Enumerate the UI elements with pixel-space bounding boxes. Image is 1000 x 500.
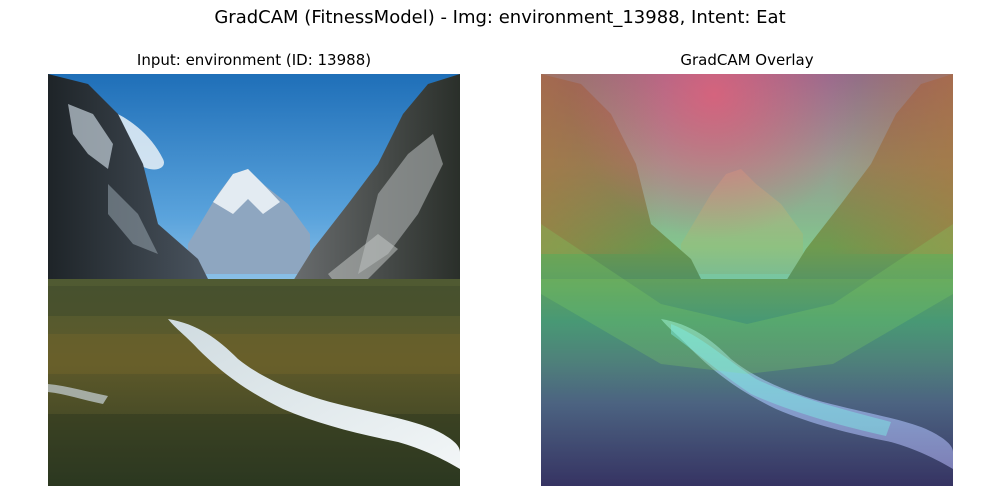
overlay-panel-title: GradCAM Overlay [680, 51, 814, 69]
input-panel-title: Input: environment (ID: 13988) [136, 51, 372, 69]
figure-title: GradCAM (FitnessModel) - Img: environmen… [214, 7, 786, 28]
input-image [48, 74, 460, 486]
gradcam-overlay-image [541, 74, 953, 486]
